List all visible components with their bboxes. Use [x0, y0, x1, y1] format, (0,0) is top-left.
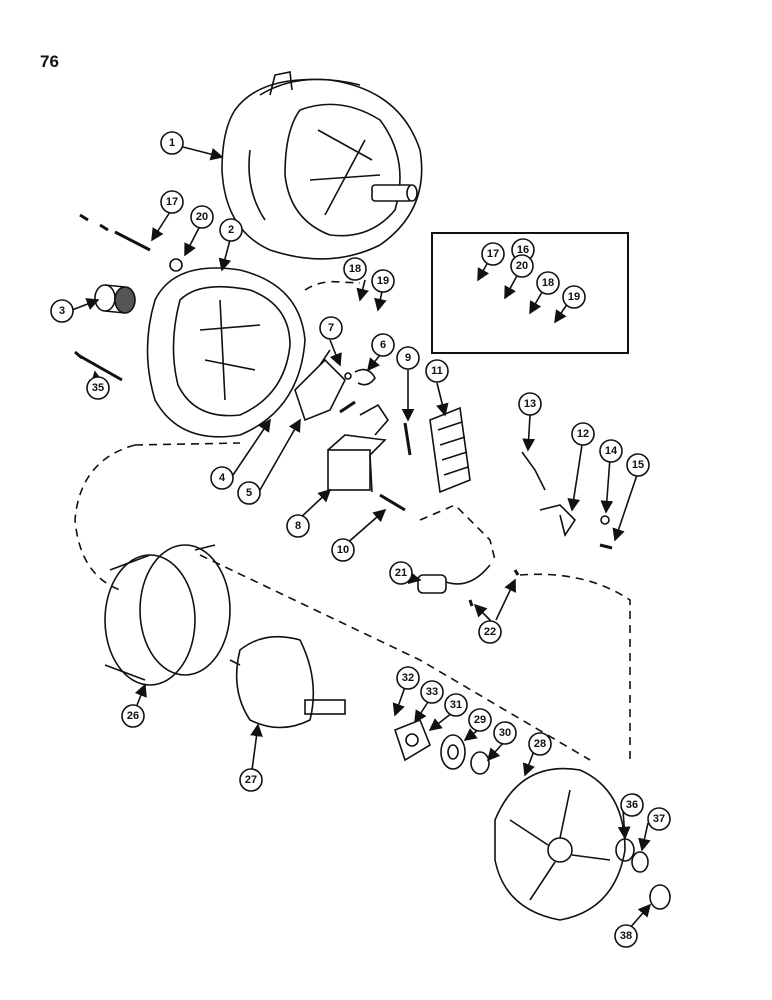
callout-21: 21: [395, 567, 407, 579]
callout-38: 38: [620, 930, 632, 942]
callout-11: 11: [431, 365, 443, 377]
callout-37: 37: [653, 813, 665, 825]
callout-8: 8: [295, 520, 301, 532]
capacitor-part: [417, 564, 491, 594]
bracket-part: [294, 349, 346, 422]
bolt-9-part: [403, 422, 412, 456]
lead-part: [521, 451, 546, 491]
callout-30: 30: [499, 727, 511, 739]
callout-16: 16: [517, 244, 529, 256]
page-number: 76: [40, 52, 59, 71]
clip-part: [354, 368, 376, 386]
callout-35: 35: [92, 382, 104, 394]
callout-15: 15: [632, 459, 644, 471]
callout-3: 3: [59, 305, 65, 317]
callout-18-kit: 18: [542, 277, 554, 289]
kit-box: [431, 232, 629, 354]
regulator-part: [327, 403, 390, 493]
callout-17: 17: [166, 196, 178, 208]
callout-22: 22: [484, 626, 496, 638]
callout-28: 28: [534, 738, 546, 750]
bearing-part: [440, 734, 466, 770]
callout-6: 6: [380, 339, 386, 351]
drive-end-frame-part: [494, 767, 626, 921]
alternator-assembly-part: [221, 71, 423, 260]
through-bolt-part: [74, 350, 123, 382]
stator-part: [104, 544, 231, 686]
retainer-part: [394, 718, 431, 762]
callout-31: 31: [450, 699, 462, 711]
callout-13: 13: [524, 398, 536, 410]
callout-18: 18: [349, 263, 361, 275]
callout-2: 2: [228, 224, 234, 236]
callout-17-kit: 17: [487, 248, 499, 260]
callout-20-kit: 20: [516, 260, 528, 272]
callout-12: 12: [577, 428, 589, 440]
callout-7: 7: [328, 322, 334, 334]
callout-33: 33: [426, 686, 438, 698]
callout-26: 26: [127, 710, 139, 722]
bushing-part: [94, 284, 136, 314]
callout-32: 32: [402, 672, 414, 684]
callout-19-kit: 19: [568, 291, 580, 303]
callout-9: 9: [405, 352, 411, 364]
screw-5-part: [339, 400, 356, 414]
rectifier-part: [429, 406, 471, 494]
callout-1: 1: [169, 137, 175, 149]
callout-4: 4: [219, 472, 226, 484]
callout-29: 29: [474, 714, 486, 726]
callout-20: 20: [196, 211, 208, 223]
callout-27: 27: [245, 774, 257, 786]
screw-10-part: [379, 493, 406, 512]
screw-part: [79, 213, 151, 252]
callout-14: 14: [605, 445, 618, 457]
terminal-part: [539, 504, 577, 537]
callout-5: 5: [246, 487, 252, 499]
callout-19: 19: [377, 275, 389, 287]
callout-36: 36: [626, 799, 638, 811]
callout-10: 10: [337, 544, 349, 556]
washer-30-part: [470, 751, 490, 775]
rotor-part: [229, 635, 346, 729]
rear-housing-part: [146, 267, 306, 438]
